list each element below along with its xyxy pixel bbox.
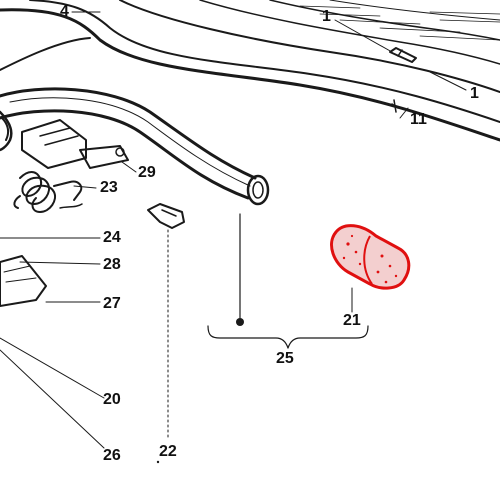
highlighted-part-21[interactable] [330, 224, 411, 290]
callout-1-right: 1 [470, 85, 479, 102]
frame-rail [0, 0, 500, 142]
callout-11: 11 [410, 111, 427, 128]
flat-plate-part-27 [0, 255, 47, 307]
callout-29: 29 [138, 164, 156, 181]
leader-lines [0, 11, 467, 449]
callout-23: 23 [100, 179, 118, 196]
callout-1-top: 1 [322, 8, 331, 25]
coil-spring-part-23 [13, 171, 83, 213]
callout-4: 4 [60, 3, 69, 20]
callout-25: 25 [276, 350, 294, 367]
bracket-brace-25 [207, 325, 369, 349]
callout-22: 22 [159, 443, 177, 460]
clip-part-1 [389, 47, 417, 63]
callout-27: 27 [103, 295, 121, 312]
spring-clip-left [0, 110, 13, 152]
callout-26: 26 [103, 447, 121, 464]
screw-part-11 [391, 99, 399, 113]
stray-dot [156, 460, 160, 464]
curved-tube [0, 87, 270, 206]
bent-clip-part-22 [147, 203, 185, 229]
callout-28: 28 [103, 256, 121, 273]
callout-21: 21 [343, 312, 361, 329]
bracket-part-29 [21, 119, 129, 169]
callout-24: 24 [103, 229, 121, 246]
callout-20: 20 [103, 391, 121, 408]
